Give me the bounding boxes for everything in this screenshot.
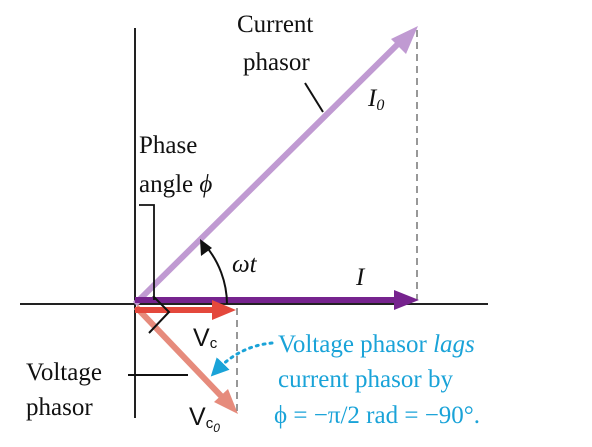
vc0-subsub: 0 — [213, 421, 220, 435]
omega-t-label: ωt — [232, 251, 258, 278]
caption-line2: current phasor by — [278, 366, 453, 393]
caption-line1-italic: lags — [433, 331, 475, 358]
vc0-main: V — [189, 403, 206, 431]
current-phasor-label-line1: Current — [237, 11, 313, 38]
vc-main: V — [193, 324, 210, 352]
caption-line3: ϕ = −π/2 rad = −90°. — [274, 402, 480, 429]
phase-angle-leader — [139, 204, 155, 300]
voltage-phasor-label-line2: phasor — [26, 394, 93, 421]
vc0-sub: c — [206, 415, 214, 432]
phase-angle-label-line1: Phase — [139, 132, 197, 159]
current-instant-arrow — [135, 290, 419, 310]
phase-angle-word: angle — [139, 171, 193, 198]
voltage-instant-arrow — [135, 300, 236, 320]
voltage-phasor-arrow — [133, 304, 238, 414]
i0-main: I — [367, 85, 378, 112]
caption-line1: Voltage phasor lags — [278, 331, 475, 358]
current-phasor-label-line2: phasor — [243, 49, 310, 76]
i0-label: I0 — [367, 85, 384, 114]
current-phasor-arrow — [132, 26, 418, 307]
phase-angle-label-line2: angle ϕ — [139, 171, 212, 198]
omega-t-arc — [204, 244, 228, 305]
current-phasor-leader — [304, 82, 324, 113]
voltage-phasor-label-line1: Voltage — [26, 359, 102, 386]
caption-line1-text: Voltage phasor — [278, 331, 433, 358]
vc-label: Vc — [193, 324, 218, 352]
vc-sub: c — [210, 335, 218, 352]
i-label: I — [355, 264, 366, 291]
lags-dotted-arrow — [210, 341, 274, 377]
omega-t-arrowhead — [200, 239, 212, 256]
phi-symbol: ϕ — [199, 171, 212, 198]
right-angle-marker — [148, 295, 171, 334]
i0-sub: 0 — [376, 97, 384, 114]
vc0-label: Vc0 — [189, 403, 220, 435]
